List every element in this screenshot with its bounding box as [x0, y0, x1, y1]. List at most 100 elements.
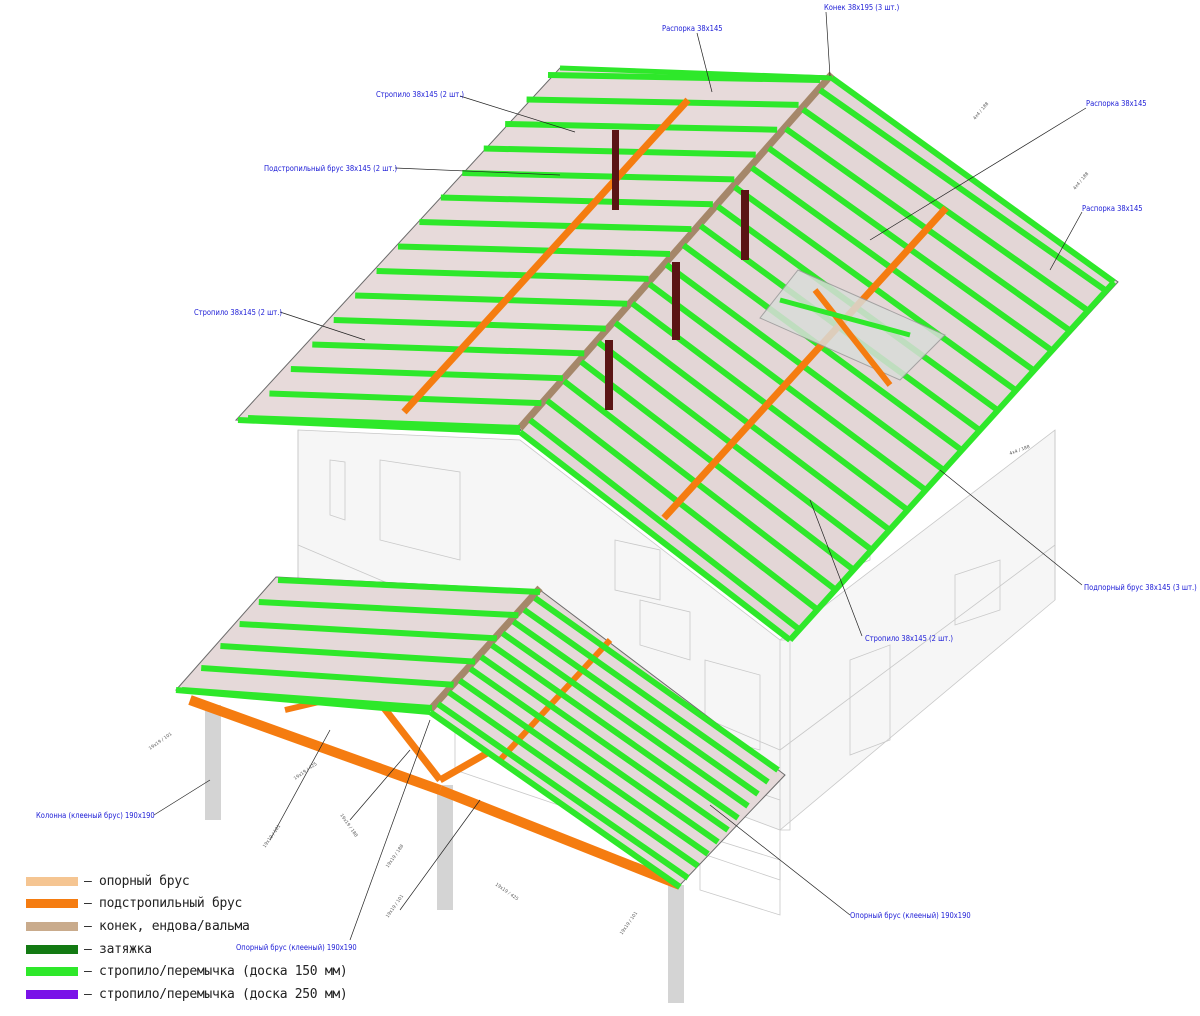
rafter — [333, 317, 606, 332]
legend-item-rafter-150: – стропило/перемычка (доска 150 мм) — [26, 960, 348, 983]
label-rafter-center: Стропило 38x145 (2 шт.) — [865, 634, 953, 643]
porch-rafter — [277, 577, 541, 595]
porch-rafter — [490, 642, 740, 821]
rafter — [290, 366, 563, 382]
left-eave — [237, 417, 521, 435]
label-rafter-left: Стропило 38x145 (2 шт.) — [194, 308, 282, 317]
post-1 — [605, 340, 613, 410]
porch-rafter — [533, 595, 780, 773]
porch-rafter — [457, 677, 710, 857]
legend-label: – подстропильный брус — [84, 896, 243, 912]
back-gable-rafter — [830, 75, 1116, 285]
rafter — [397, 243, 671, 257]
porch-front-eave — [175, 687, 431, 715]
porch-rafter — [436, 701, 690, 881]
porch-rafter — [220, 643, 476, 665]
dormer-plate — [812, 288, 893, 387]
porch-rafter — [258, 599, 519, 619]
leader-lines — [153, 11, 1087, 941]
legend-item-ridge: – конек, ендова/вальма — [26, 915, 347, 938]
legend-item-rafter-250: – стропило/перемычка (доска 250 мм) — [26, 983, 348, 1006]
dim-5: 19x19 / 188 — [385, 843, 406, 869]
left-plate-beam — [401, 97, 691, 415]
label-column: Колонна (клееный брус) 190x190 — [36, 811, 155, 820]
rafter — [269, 390, 542, 407]
porch-rafter — [479, 654, 730, 833]
legend-label: – стропило/перемычка (доска 150 мм) — [84, 964, 348, 980]
legend-swatch — [26, 876, 78, 886]
legend-swatch — [26, 899, 78, 909]
porch-rafter — [447, 689, 700, 869]
legend-label: – затяжка — [84, 941, 152, 957]
porch-ridge — [427, 585, 543, 713]
label-strut-right-2: Распорка 38x145 — [1082, 204, 1143, 213]
right-plate-beam — [661, 205, 949, 521]
rafter — [376, 268, 649, 282]
rafter — [613, 320, 892, 533]
legend-swatch — [26, 921, 78, 931]
dim-9: 4x4 / 188 — [972, 101, 990, 121]
dormer-strut — [779, 297, 911, 338]
legend-item-rafter-plate: – подстропильный брус — [26, 893, 347, 916]
label-ridge: Конек 38x195 (3 шт.) — [824, 3, 900, 12]
rafter — [462, 170, 735, 183]
rafter — [526, 96, 799, 108]
support-beam-right — [438, 785, 682, 890]
dim-7: 19x19 / 425 — [494, 882, 520, 903]
rafter — [419, 219, 692, 233]
dim-6: 19x19 / 101 — [385, 893, 406, 919]
rafter — [579, 359, 856, 573]
top-eave — [559, 65, 833, 81]
legend: – опорный брус – подстропильный брус – к… — [26, 870, 348, 1006]
legend-item-support-beam: – опорный брус — [26, 870, 347, 893]
legend-label: – опорный брус — [84, 873, 190, 889]
post-2 — [672, 262, 680, 340]
porch-rafter — [500, 630, 750, 809]
dormer-frame — [759, 269, 946, 381]
rafter — [547, 72, 821, 83]
porch-roof — [174, 576, 786, 1003]
rafter — [596, 339, 874, 553]
rafter — [562, 378, 838, 593]
rafter — [483, 145, 756, 158]
label-plate-left: Подстропильный брус 38x145 (2 шт.) — [264, 164, 397, 173]
porch-rafter — [522, 607, 770, 785]
porch-right-rafters — [436, 595, 780, 881]
dim-10: 4x4 / 188 — [1072, 171, 1090, 191]
dim-1: 19x19 / 101 — [148, 731, 174, 752]
left-slope-rafters — [247, 72, 821, 431]
rafter — [440, 194, 713, 208]
legend-swatch — [26, 989, 78, 999]
main-ridge — [517, 71, 835, 431]
label-strut-right-1: Распорка 38x145 — [1086, 99, 1147, 108]
dim-4: 19x19 / 188 — [338, 813, 359, 839]
label-strut-top: Распорка 38x145 — [662, 24, 723, 33]
dim-3: 19x19 / 101 — [262, 823, 283, 849]
column-1 — [205, 705, 221, 820]
support-beam-front — [188, 695, 442, 795]
right-eave — [787, 279, 1117, 643]
column-3 — [668, 885, 684, 1003]
label-beam-bottom: Опорный брус (клееный) 190x190 — [236, 943, 357, 952]
callout-labels: Конек 38x195 (3 шт.) Распорка 38x145 Стр… — [36, 3, 1197, 952]
rafter — [545, 398, 820, 613]
front-gable-rafter — [518, 429, 792, 643]
rafter — [528, 417, 802, 633]
label-support-right: Подпорный брус 38x145 (3 шт.) — [1084, 583, 1197, 592]
porch-rafter — [201, 665, 454, 688]
porch-rafter — [239, 621, 497, 642]
label-rafter-top: Стропило 38x145 (2 шт.) — [376, 90, 464, 99]
dim-8: 19x19 / 101 — [619, 910, 640, 936]
rafter — [355, 292, 628, 307]
porch-side-eave — [428, 709, 682, 890]
rafter — [505, 121, 778, 133]
house-wireframe — [297, 429, 1056, 916]
legend-item-tie: – затяжка — [26, 938, 347, 961]
dim-2: 19x19 / 425 — [293, 761, 319, 782]
porch-rafter — [468, 666, 720, 845]
legend-label: – стропило/перемычка (доска 250 мм) — [84, 986, 348, 1002]
porch-rafter — [511, 619, 760, 797]
post-3 — [741, 190, 749, 260]
rafter — [312, 341, 585, 357]
